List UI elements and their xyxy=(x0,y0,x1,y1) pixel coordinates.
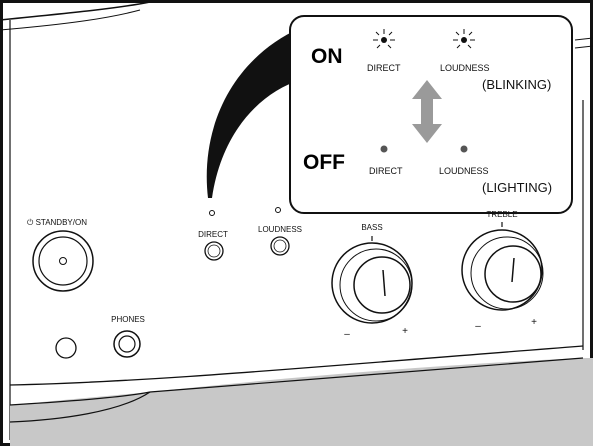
panel-bottom-edge xyxy=(9,345,584,386)
loudness-led xyxy=(275,207,281,213)
callout-off-note: (LIGHTING) xyxy=(482,180,553,195)
loudness-label: LOUDNESS xyxy=(257,225,303,234)
phones-label: PHONES xyxy=(111,315,145,324)
standby-label-text: STANDBY/ON xyxy=(35,218,87,227)
callout-off-direct-label: DIRECT xyxy=(369,166,403,176)
callout-on-direct-label: DIRECT xyxy=(367,63,401,73)
bass-label: BASS xyxy=(361,223,383,232)
direct-label: DIRECT xyxy=(198,230,228,239)
treble-plus: + xyxy=(531,317,537,328)
top-edge-inner xyxy=(0,9,141,31)
loudness-button[interactable] xyxy=(270,236,290,256)
double-arrow-icon xyxy=(412,80,442,143)
callout-off-loudness-label: LOUDNESS xyxy=(439,166,489,176)
bottom-shelf xyxy=(10,358,593,446)
direct-led xyxy=(209,210,215,216)
lit-led-icon xyxy=(380,145,388,153)
callout-on-note: (BLINKING) xyxy=(482,77,552,92)
callout-on-loudness-label: LOUDNESS xyxy=(440,63,490,73)
callout-pointer xyxy=(206,28,300,198)
power-icon: ⏻ xyxy=(27,218,34,227)
direct-button[interactable] xyxy=(204,241,224,261)
treble-label: TREBLE xyxy=(486,210,518,219)
standby-label: ⏻ STANDBY/ON xyxy=(27,219,87,227)
blinking-led-icon xyxy=(453,29,475,49)
standby-button[interactable] xyxy=(32,230,94,292)
lit-led-icon xyxy=(460,145,468,153)
bass-knob[interactable] xyxy=(331,236,413,324)
bass-minus: – xyxy=(344,329,350,340)
aux-jack[interactable] xyxy=(55,337,77,359)
phones-jack[interactable] xyxy=(113,330,141,358)
callout-off-title: OFF xyxy=(303,151,345,174)
bass-plus: + xyxy=(402,326,408,337)
treble-knob[interactable] xyxy=(461,222,544,311)
blinking-led-icon xyxy=(373,29,395,49)
top-edge xyxy=(0,1,151,21)
treble-minus: – xyxy=(475,321,481,332)
callout-on-title: ON xyxy=(311,45,343,68)
